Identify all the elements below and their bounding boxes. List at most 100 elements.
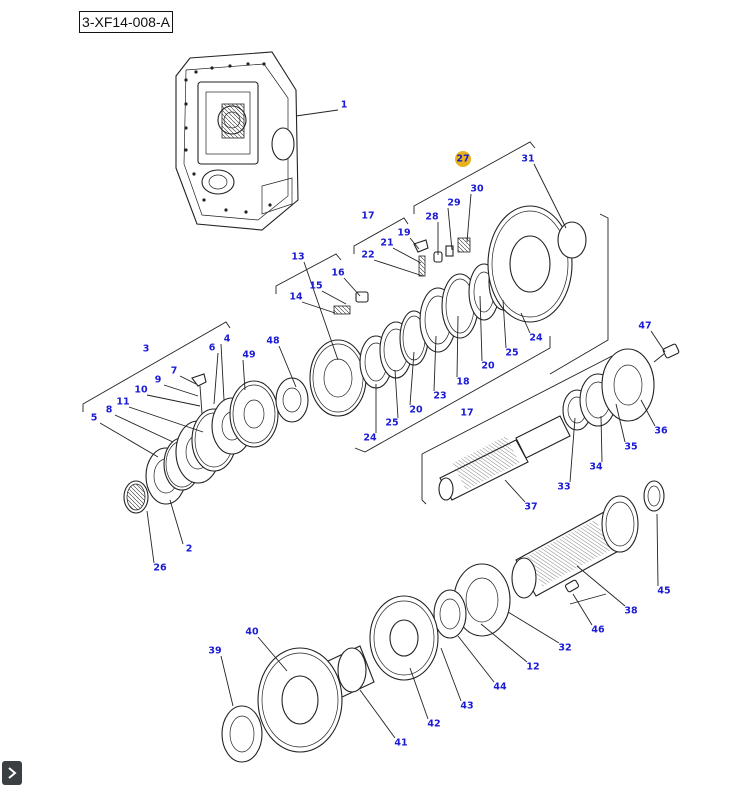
leader-line-34 (600, 415, 603, 463)
part-callout-19[interactable]: 19 (397, 228, 410, 239)
leader-line-37 (504, 479, 526, 503)
leader-line-2 (169, 499, 184, 545)
leader-line-48 (278, 345, 297, 388)
transmission-housing (175, 51, 299, 231)
part-callout-11[interactable]: 11 (116, 397, 129, 408)
part-callout-21[interactable]: 21 (380, 238, 393, 249)
part-callout-49[interactable]: 49 (242, 350, 255, 361)
part-callout-7[interactable]: 7 (171, 366, 178, 377)
part-callout-18[interactable]: 18 (456, 377, 470, 388)
part-callout-46[interactable]: 46 (591, 625, 605, 636)
part-callout-9[interactable]: 9 (155, 375, 162, 386)
chevron-right-icon (7, 767, 17, 779)
upper-gear-train (123, 205, 587, 514)
part-callout-1[interactable]: 1 (341, 100, 348, 111)
part-callout-48[interactable]: 48 (266, 336, 280, 347)
part-callout-41[interactable]: 41 (394, 738, 407, 749)
part-callout-24[interactable]: 24 (363, 433, 377, 444)
part-callout-17[interactable]: 17 (460, 408, 473, 419)
leader-line-8 (114, 414, 174, 443)
part-callout-36[interactable]: 36 (654, 426, 668, 437)
part-callout-37[interactable]: 37 (524, 502, 537, 513)
part-callout-5[interactable]: 5 (91, 413, 98, 424)
leader-line-7 (179, 375, 197, 385)
leader-line-21 (392, 247, 422, 264)
part-callout-17[interactable]: 17 (361, 211, 374, 222)
highlight-marker-27 (455, 151, 471, 167)
part-callout-24[interactable]: 24 (529, 333, 543, 344)
leader-line-23 (433, 335, 437, 392)
part-callout-22[interactable]: 22 (361, 250, 374, 261)
part-callout-47[interactable]: 47 (638, 321, 651, 332)
leader-line-49 (242, 359, 246, 391)
part-callout-20[interactable]: 20 (481, 361, 495, 372)
part-callout-40[interactable]: 40 (245, 627, 259, 638)
leader-line-20 (479, 295, 483, 362)
part-callout-43[interactable]: 43 (460, 701, 473, 712)
leader-line-4 (220, 343, 225, 401)
leader-lines (99, 109, 666, 739)
part-callout-16[interactable]: 16 (331, 268, 345, 279)
leader-line-6 (213, 352, 219, 405)
part-callout-25[interactable]: 25 (505, 348, 518, 359)
part-callout-6[interactable]: 6 (209, 343, 216, 354)
leader-line-40 (257, 636, 288, 672)
part-callout-26[interactable]: 26 (153, 563, 167, 574)
leader-line-45 (656, 513, 659, 587)
part-callout-28[interactable]: 28 (425, 212, 439, 223)
drawing-reference: 3-XF14-008-A (79, 11, 173, 33)
leader-line-38 (576, 565, 626, 607)
part-callout-13[interactable]: 13 (291, 252, 304, 263)
leader-line-44 (457, 635, 495, 683)
leader-line-42 (409, 667, 429, 720)
part-callout-25[interactable]: 25 (385, 418, 398, 429)
part-callout-45[interactable]: 45 (657, 586, 670, 597)
leader-line-12 (480, 623, 528, 663)
leader-line-39 (220, 655, 234, 707)
leader-line-25 (394, 369, 399, 419)
leader-line-13 (303, 261, 339, 361)
assembly-brackets (82, 141, 613, 605)
part-callout-3[interactable]: 3 (143, 344, 150, 355)
output-shaft-group (438, 343, 680, 501)
leader-line-20 (409, 351, 415, 406)
part-callout-42[interactable]: 42 (427, 719, 440, 730)
nav-toggle-button[interactable] (2, 761, 22, 785)
part-callout-23[interactable]: 23 (433, 391, 446, 402)
part-callout-44[interactable]: 44 (493, 682, 507, 693)
part-callout-34[interactable]: 34 (589, 462, 603, 473)
part-callout-38[interactable]: 38 (624, 606, 638, 617)
part-callout-15[interactable]: 15 (309, 281, 322, 292)
leader-line-5 (99, 422, 159, 458)
part-callout-35[interactable]: 35 (624, 442, 637, 453)
leader-line-26 (146, 510, 155, 564)
part-callout-32[interactable]: 32 (558, 643, 571, 654)
part-callout-8[interactable]: 8 (106, 405, 113, 416)
leader-line-43 (440, 647, 462, 702)
leader-line-22 (373, 259, 424, 277)
part-callout-39[interactable]: 39 (208, 646, 221, 657)
part-callout-4[interactable]: 4 (224, 334, 231, 345)
part-callout-10[interactable]: 10 (134, 385, 148, 396)
leader-line-41 (359, 689, 396, 739)
leader-line-1 (295, 109, 339, 117)
part-callout-31[interactable]: 31 (521, 154, 534, 165)
leader-line-19 (409, 237, 420, 250)
part-callout-12[interactable]: 12 (526, 662, 539, 673)
leader-line-46 (572, 593, 593, 626)
lower-shaft-group (221, 480, 665, 763)
leader-line-31 (533, 163, 567, 229)
part-callout-14[interactable]: 14 (289, 292, 303, 303)
leader-line-35 (615, 403, 626, 443)
part-callout-33[interactable]: 33 (557, 482, 570, 493)
leader-line-36 (640, 399, 656, 427)
leader-line-33 (569, 417, 576, 483)
leader-line-9 (163, 384, 199, 397)
part-callout-2[interactable]: 2 (186, 544, 193, 555)
leader-line-18 (456, 315, 459, 378)
part-callout-30[interactable]: 30 (470, 184, 484, 195)
part-callout-20[interactable]: 20 (409, 405, 423, 416)
part-callout-27[interactable]: 27 (456, 154, 469, 165)
part-callout-29[interactable]: 29 (447, 198, 460, 209)
